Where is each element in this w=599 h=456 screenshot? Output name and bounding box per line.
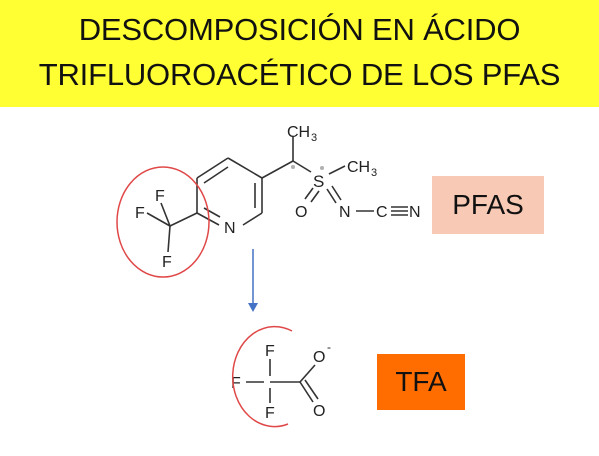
fluorine-atom-3: F [162,254,172,271]
tfa-fluorine-top: F [265,343,275,360]
sulfur-atom: S [313,172,324,191]
cf3-highlight-circle [116,166,210,278]
title-banner: DESCOMPOSICIÓN EN ÁCIDO TRIFLUOROACÉTICO… [0,0,599,107]
title-line-1: DESCOMPOSICIÓN EN ÁCIDO [78,12,521,47]
pfas-label-badge: PFAS [432,176,544,234]
pfas-bonds [146,137,408,253]
fluorine-atom-2: F [135,205,145,222]
ch3-right-label: CH [347,159,370,176]
nitrile-nitrogen-atom: N [409,204,421,221]
tfa-label-badge: TFA [377,354,465,410]
title-line-2: TRIFLUOROACÉTICO DE LOS PFAS [38,57,561,92]
nitrile-carbon-atom: C [376,204,388,221]
fluorine-atom-1: F [155,188,165,205]
ch3-right-subscript: 3 [371,167,377,179]
imine-nitrogen-atom: N [339,204,351,221]
tfa-oxygen-anion: O [313,349,325,366]
tfa-oxygen-carbonyl: O [313,403,325,420]
oxygen-atom: O [295,204,307,221]
stereo-markers [291,165,324,170]
ring-nitrogen-atom: N [224,220,236,237]
tfa-bonds [246,359,319,403]
tfa-fluorine-bottom: F [265,405,275,422]
cf3-tfa-highlight-arc [231,325,293,428]
ch3-top-subscript: 3 [311,132,317,144]
decomposition-arrow [248,249,258,312]
ch3-top-label: CH [287,124,310,141]
tfa-negative-charge: - [327,340,331,354]
tfa-fluorine-left: F [231,375,241,392]
